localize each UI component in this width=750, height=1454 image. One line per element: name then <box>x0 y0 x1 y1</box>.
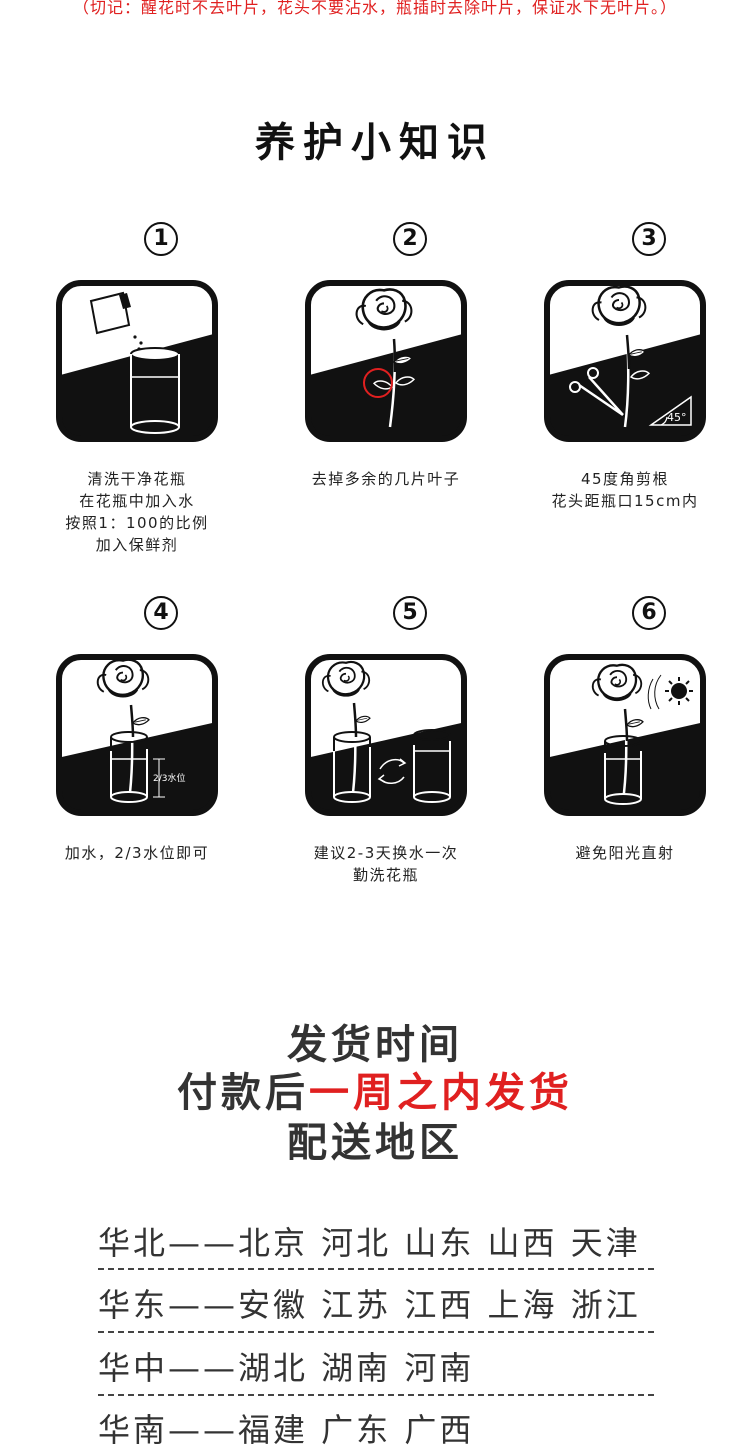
scissors-icon <box>569 367 624 417</box>
shipping-highlight: 一周之内发货 <box>309 1070 573 1116</box>
step-number: 2 <box>393 222 427 256</box>
change-water-icon <box>305 654 467 816</box>
region-divider <box>98 1331 654 1333</box>
step-caption: 去掉多余的几片叶子 <box>311 470 461 488</box>
step-number: 4 <box>144 596 178 630</box>
water-level-icon: 2/3水位 <box>56 654 218 816</box>
water-level-label: 2/3水位 <box>153 772 186 784</box>
angle-label: 45° <box>667 411 687 424</box>
shipping-prefix: 付款后 <box>177 1070 309 1116</box>
step-number: 5 <box>393 596 427 630</box>
step-caption: 建议2-3天换水一次 勤洗花瓶 <box>313 844 459 884</box>
step-caption: 45度角剪根 花头距瓶口15cm内 <box>551 470 699 510</box>
care-warning-note: （切记：醒花时不去叶片，花头不要沾水，瓶插时去除叶片，保证水下无叶片。） <box>72 0 677 17</box>
step-number: 3 <box>632 222 666 256</box>
cut-stem-icon: 45° <box>544 280 706 442</box>
region-east-china: 华东——安徽 江苏 江西 上海 浙江 <box>98 1286 641 1324</box>
region-south-china: 华南——福建 广东 广西 <box>98 1411 475 1449</box>
region-divider <box>98 1268 654 1270</box>
step-number: 6 <box>632 596 666 630</box>
step-number: 1 <box>144 222 178 256</box>
step-caption: 避免阳光直射 <box>575 844 675 862</box>
remove-leaves-icon <box>305 280 467 442</box>
step-caption: 加水，2/3水位即可 <box>64 844 210 862</box>
flower-food-icon <box>56 280 218 442</box>
shipping-time-line: 付款后一周之内发货 <box>0 1060 750 1118</box>
step-caption: 清洗干净花瓶 在花瓶中加入水 按照1：100的比例 加入保鲜剂 <box>65 470 209 554</box>
region-north-china: 华北——北京 河北 山东 山西 天津 <box>98 1224 641 1262</box>
region-divider <box>98 1394 654 1396</box>
avoid-sun-icon <box>544 654 706 816</box>
sun-icon <box>665 677 693 705</box>
care-tips-title: 养护小知识 <box>255 120 495 166</box>
delivery-area-heading: 配送地区 <box>287 1120 463 1166</box>
region-central-china: 华中——湖北 湖南 河南 <box>98 1349 475 1387</box>
shipping-time-heading: 发货时间 <box>287 1022 463 1068</box>
